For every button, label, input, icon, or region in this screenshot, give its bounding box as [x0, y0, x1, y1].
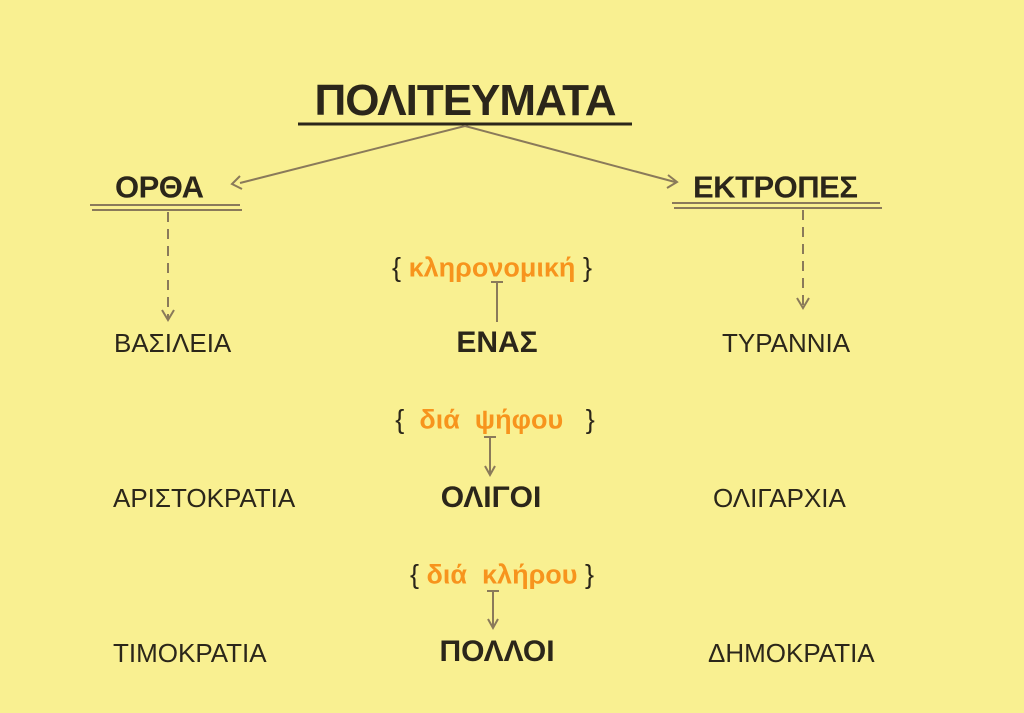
method-label: διά κλήρου [426, 559, 578, 590]
middle-item-oligoi: ΟΛΙΓΟΙ [440, 481, 542, 514]
left-item-timokratia: ΤΙΜΟΚΡΑΤΙΑ [113, 638, 267, 668]
arrowhead-icon [796, 297, 810, 310]
arrowhead-icon [666, 174, 679, 189]
arrow-to-ortha [239, 125, 466, 184]
arrow-to-ektropes [464, 125, 676, 183]
method-label: διά ψήφου [419, 404, 564, 435]
brace-close: } [585, 404, 595, 435]
brace-open: { [392, 252, 402, 283]
method-label: κληρονομική [408, 252, 576, 283]
diagram-title: ΠΟΛΙΤΕΥΜΑΤΑ [314, 76, 616, 125]
arrowhead-icon [230, 175, 243, 190]
category-ortha: ΟΡΘΑ [115, 169, 204, 205]
method-vote: { διά ψήφου } [395, 404, 595, 435]
right-item-oligarchia: ΟΛΙΓΑΡΧΙΑ [713, 483, 846, 513]
method-lot: { διά κλήρου } [409, 559, 595, 590]
arrowhead-icon [161, 309, 175, 322]
left-item-aristokratia: ΑΡΙΣΤΟΚΡΑΤΙΑ [113, 483, 296, 513]
middle-item-enas: ΕΝΑΣ [456, 326, 538, 359]
right-item-dimokratia: ΔΗΜΟΚΡΑΤΙΑ [708, 638, 875, 668]
method-hereditary: { κληρονομική } [392, 252, 592, 283]
brace-open: { [395, 404, 405, 435]
brace-open: { [409, 559, 420, 590]
brace-close: } [584, 559, 595, 590]
brace-close: } [582, 252, 592, 283]
right-item-tyrannia: ΤΥΡΑΝΝΙΑ [722, 328, 851, 358]
category-ektropes: ΕΚΤΡΟΠΕΣ [693, 169, 858, 205]
left-item-vasileia: ΒΑΣΙΛΕΙΑ [114, 328, 232, 358]
middle-item-polloi: ΠΟΛΛΟΙ [439, 635, 555, 668]
